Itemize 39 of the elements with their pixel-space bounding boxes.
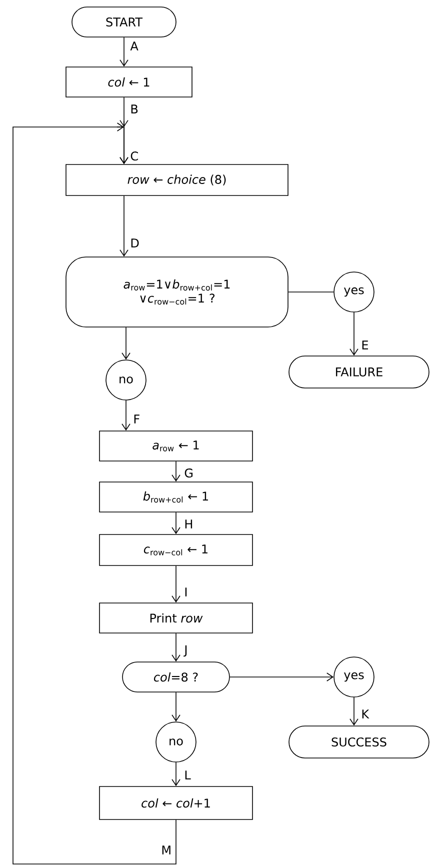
edge-label: B xyxy=(129,104,140,114)
process-box: row ← choice (8) xyxy=(66,164,288,196)
arrow xyxy=(172,461,180,482)
edge-label: J xyxy=(183,644,189,658)
edge-label: M xyxy=(160,844,173,856)
arrow xyxy=(172,762,180,786)
arrow xyxy=(350,697,358,726)
decision-box: col=8 ? xyxy=(122,662,230,692)
process-box: Print row xyxy=(99,602,253,634)
process-box: c$_{row−col}$ ← 1 xyxy=(99,534,253,566)
terminal-box: FAILURE xyxy=(288,356,430,388)
arrow xyxy=(122,327,130,360)
decision-box: a$_{row}$=1∨b$_{row+col}$=1 ∨c$_{row−col}$=1 ? xyxy=(66,256,288,328)
edge-label: D xyxy=(129,238,140,248)
process-box: b$_{row+col}$ ← 1 xyxy=(99,482,253,512)
arrow xyxy=(120,37,128,67)
arrow xyxy=(172,692,180,722)
edge-label: H xyxy=(183,518,194,530)
arrow xyxy=(122,400,130,431)
edge-label: I xyxy=(183,586,189,598)
edge-label: G xyxy=(183,467,194,479)
process-box: col ← col+1 xyxy=(99,786,253,820)
arrow xyxy=(350,312,358,356)
terminal-box: START xyxy=(72,6,176,38)
edge-label: L xyxy=(183,770,192,780)
line-label: C xyxy=(129,150,140,162)
edge-label: E xyxy=(360,340,370,350)
edge-label: K xyxy=(360,708,370,720)
arrow xyxy=(120,196,128,257)
arrow xyxy=(172,566,180,603)
edge-label: A xyxy=(129,40,140,52)
arrow xyxy=(230,672,334,682)
process-box: col ← 1 xyxy=(66,66,192,98)
process-box: a$_{row}$ ← 1 xyxy=(99,430,253,462)
arrow xyxy=(12,122,176,864)
edge-label: F xyxy=(132,414,142,424)
arrow xyxy=(172,633,180,662)
arrow xyxy=(172,512,180,534)
terminal-box: SUCCESS xyxy=(288,726,430,758)
